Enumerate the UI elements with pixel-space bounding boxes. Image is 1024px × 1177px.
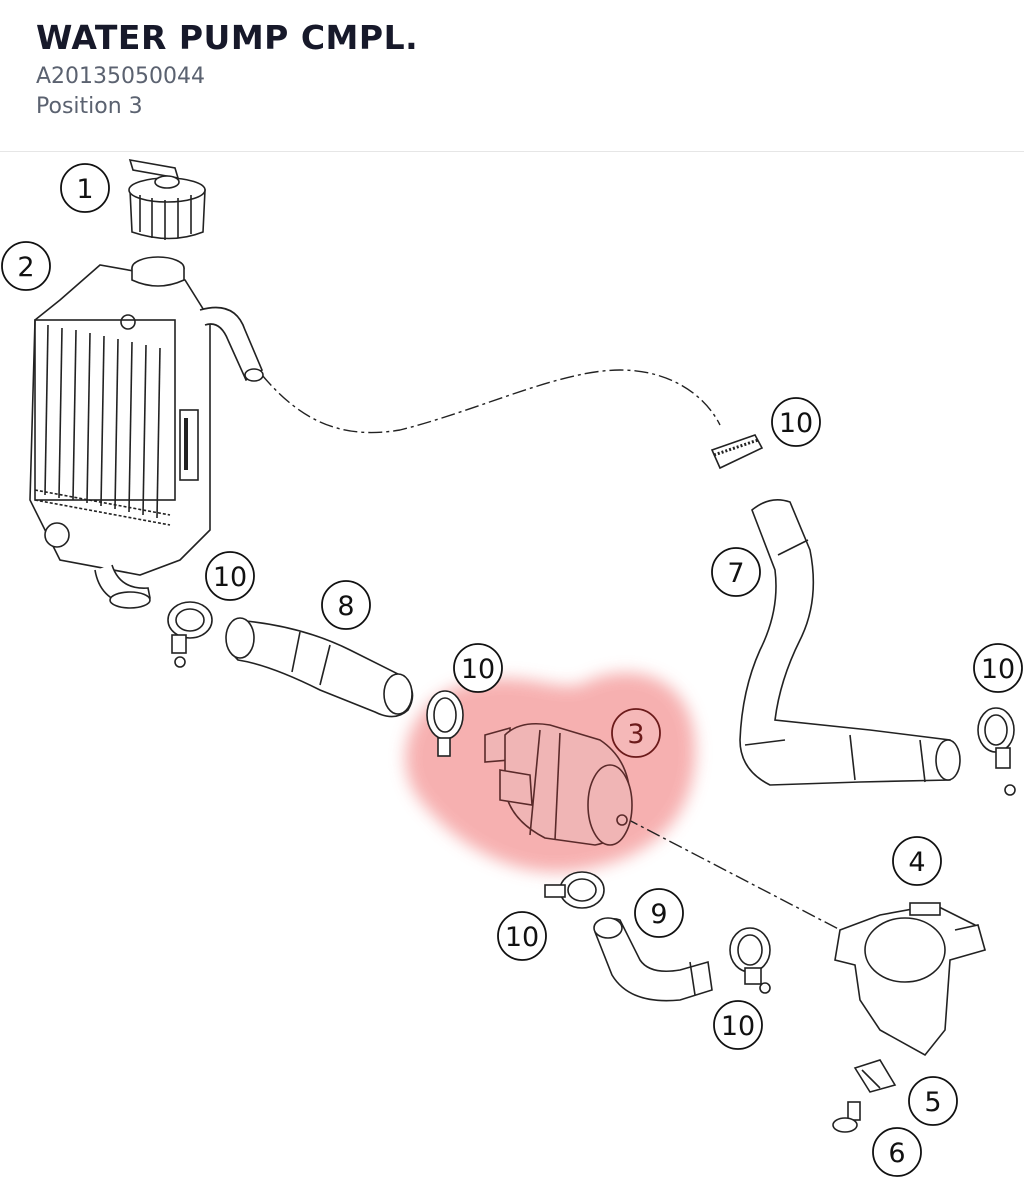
radiator-cap-part[interactable]: [128, 158, 206, 240]
svg-text:10: 10: [779, 408, 813, 439]
medium-hose-part[interactable]: [225, 617, 414, 718]
callout-4[interactable]: 4: [892, 836, 942, 886]
part-number: A20135050044: [36, 64, 206, 89]
hose-clip-right[interactable]: [977, 707, 1016, 796]
hose-clip-lower[interactable]: [544, 871, 605, 909]
svg-text:9: 9: [650, 899, 667, 930]
svg-text:8: 8: [337, 591, 354, 622]
radiator-part[interactable]: [29, 256, 264, 609]
long-hose-part[interactable]: [739, 499, 961, 786]
hose-clip-radiator[interactable]: [167, 601, 213, 668]
callout-10-short-hose[interactable]: 10: [713, 1000, 763, 1050]
position-label: Position 3: [36, 94, 143, 119]
pump-bracket-part[interactable]: [834, 902, 987, 1057]
svg-text:4: 4: [908, 847, 925, 878]
water-pump-part[interactable]: [484, 722, 633, 846]
callout-6[interactable]: 6: [872, 1127, 922, 1177]
svg-text:3: 3: [627, 719, 644, 750]
svg-text:10: 10: [461, 654, 495, 685]
callout-10-right[interactable]: 10: [973, 643, 1023, 693]
hose-clip-short-hose[interactable]: [729, 927, 771, 994]
svg-text:6: 6: [888, 1138, 905, 1169]
svg-text:10: 10: [213, 562, 247, 593]
callout-10-radiator[interactable]: 10: [205, 551, 255, 601]
callout-1[interactable]: 1: [60, 163, 110, 213]
callout-2[interactable]: 2: [1, 241, 51, 291]
callout-3[interactable]: 3: [611, 708, 661, 758]
svg-text:7: 7: [727, 558, 744, 589]
svg-text:5: 5: [924, 1087, 941, 1118]
hose-clip-pump[interactable]: [426, 690, 464, 757]
header: WATER PUMP CMPL. A20135050044 Position 3: [0, 0, 1024, 152]
svg-text:10: 10: [981, 654, 1015, 685]
callout-8[interactable]: 8: [321, 580, 371, 630]
connection-line-pump-bracket: [624, 817, 851, 936]
svg-text:10: 10: [505, 922, 539, 953]
hose-clip-top[interactable]: [710, 434, 764, 470]
callout-10-lower[interactable]: 10: [497, 911, 547, 961]
svg-text:2: 2: [17, 252, 34, 283]
page-title: WATER PUMP CMPL.: [36, 18, 419, 57]
callout-5[interactable]: 5: [908, 1076, 958, 1126]
short-hose-part[interactable]: [593, 917, 713, 1002]
connection-line-top: [261, 369, 721, 434]
callout-10-top[interactable]: 10: [771, 397, 821, 447]
svg-text:1: 1: [76, 174, 93, 205]
callout-7[interactable]: 7: [711, 547, 761, 597]
callout-9[interactable]: 9: [634, 888, 684, 938]
svg-text:10: 10: [721, 1011, 755, 1042]
callout-10-pump[interactable]: 10: [453, 643, 503, 693]
bolt-part[interactable]: [832, 1101, 861, 1133]
small-plate-part[interactable]: [853, 1059, 897, 1093]
